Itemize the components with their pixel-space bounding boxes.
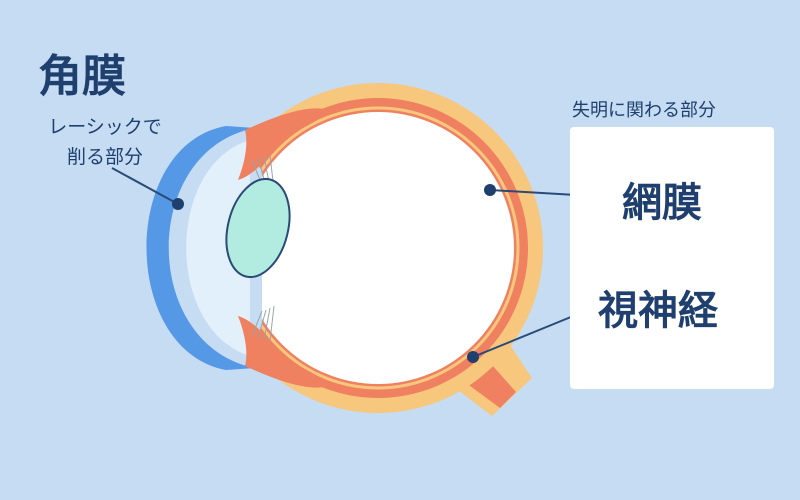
cornea-description-line: 削る部分 (66, 146, 143, 168)
vitreous-body (242, 112, 514, 384)
retina-marker (484, 184, 496, 196)
ciliary-body-upper (238, 108, 330, 180)
retina-label: 網膜 (622, 180, 702, 226)
optic-nerve-label: 視神経 (598, 288, 718, 334)
cornea-title: 角膜 (38, 51, 126, 102)
anterior-chamber (186, 140, 250, 356)
cornea-description: レーシックで 削る部分 (30, 112, 180, 172)
cornea-leader-line (111, 167, 179, 205)
vision-loss-heading: 失明に関わる部分 (572, 100, 716, 121)
vision-loss-panel (570, 127, 774, 389)
cornea-shape (146, 126, 255, 370)
ciliary-body-lower (238, 316, 330, 388)
cornea-marker (172, 198, 184, 210)
optic-nerve-leader-line (472, 309, 589, 358)
lens (225, 177, 291, 279)
cornea-description-line: レーシックで (48, 116, 162, 138)
optic-nerve-marker (467, 351, 479, 363)
